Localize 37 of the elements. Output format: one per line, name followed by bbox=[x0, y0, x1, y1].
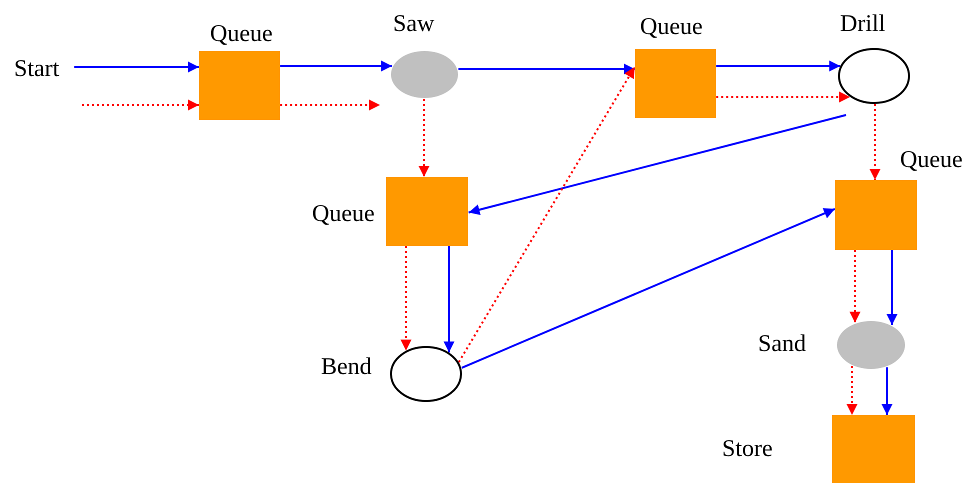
station-ellipse bbox=[838, 48, 910, 104]
arrow bbox=[886, 250, 898, 325]
arrow bbox=[280, 100, 380, 110]
start-label: Start bbox=[14, 55, 74, 83]
queue-square bbox=[635, 49, 716, 118]
queue-square bbox=[386, 177, 468, 246]
arrow bbox=[280, 60, 392, 72]
arrow bbox=[458, 64, 635, 74]
arrow bbox=[458, 66, 636, 363]
queue-square bbox=[199, 51, 280, 120]
queue-square bbox=[835, 180, 917, 250]
arrow bbox=[418, 99, 430, 177]
arrow bbox=[882, 367, 892, 415]
arrow bbox=[461, 208, 836, 369]
station-ellipse bbox=[390, 346, 462, 402]
arrow bbox=[846, 366, 858, 415]
station-label: Queue bbox=[312, 202, 375, 226]
station-label: Sand bbox=[758, 332, 806, 356]
queue-square bbox=[832, 415, 915, 483]
station-ellipse bbox=[390, 50, 459, 99]
arrow bbox=[444, 246, 454, 352]
station-label: Queue bbox=[900, 148, 963, 172]
station-label: Drill bbox=[840, 12, 886, 36]
arrow bbox=[74, 62, 199, 72]
arrow bbox=[468, 114, 846, 216]
station-label: Store bbox=[722, 437, 773, 461]
station-label: Queue bbox=[640, 15, 703, 39]
arrow bbox=[400, 246, 412, 351]
station-ellipse bbox=[836, 320, 906, 370]
arrow bbox=[850, 250, 860, 323]
station-label: Bend bbox=[321, 355, 372, 379]
station-label: Saw bbox=[393, 12, 434, 36]
arrow bbox=[716, 92, 850, 102]
station-label: Queue bbox=[210, 22, 273, 46]
arrow bbox=[870, 104, 880, 180]
arrow bbox=[82, 100, 199, 110]
arrow bbox=[716, 60, 840, 72]
